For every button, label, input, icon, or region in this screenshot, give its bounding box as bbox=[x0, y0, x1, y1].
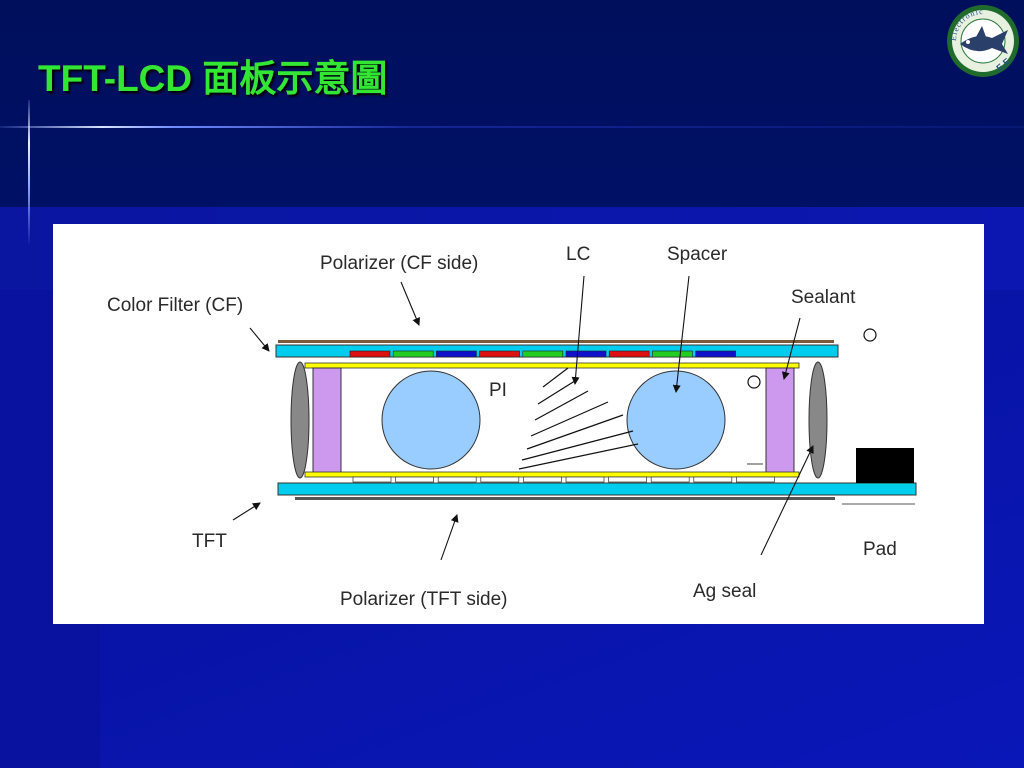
arrow-lc bbox=[571, 275, 585, 385]
top-polarizer bbox=[278, 340, 834, 343]
label-polarizer-cf-side: Polarizer (CF side) bbox=[320, 253, 478, 274]
label-color-filter: Color Filter (CF) bbox=[107, 295, 243, 316]
left-ag-seal bbox=[290, 361, 310, 479]
tft-pixel-electrodes bbox=[352, 476, 775, 483]
left-sealant bbox=[312, 367, 342, 477]
arrow-sealant bbox=[781, 317, 801, 380]
tft-lcd-diagram: Polarizer (CF side) LC Spacer Color Filt… bbox=[107, 244, 917, 610]
color-filter-strip-green bbox=[522, 350, 564, 358]
tft-pixel-electrode bbox=[395, 476, 434, 483]
marker-circle bbox=[863, 328, 877, 342]
spacer-ball bbox=[626, 370, 726, 470]
arrow-color-filter bbox=[249, 327, 270, 352]
arrow-polarizer-tft bbox=[440, 514, 459, 561]
color-filter-strip-red bbox=[479, 350, 520, 358]
arrow-spacer bbox=[672, 275, 690, 393]
tft-pixel-electrode bbox=[736, 476, 775, 483]
label-ag-seal: Ag seal bbox=[693, 581, 756, 602]
spacer-ball bbox=[381, 370, 481, 470]
label-polarizer-tft-side: Polarizer (TFT side) bbox=[340, 589, 508, 610]
tft-pixel-electrode bbox=[650, 476, 690, 483]
label-pi: PI bbox=[489, 380, 507, 401]
tft-pixel-electrode bbox=[565, 476, 605, 483]
label-pad: Pad bbox=[863, 539, 897, 560]
color-filter-strip-red bbox=[349, 350, 391, 358]
pad-block bbox=[856, 448, 914, 483]
marker-circle bbox=[747, 375, 761, 389]
tft-glass bbox=[277, 482, 917, 496]
color-filter-strip-blue bbox=[565, 350, 607, 358]
tft-pixel-electrode bbox=[352, 476, 392, 483]
label-lc: LC bbox=[566, 244, 590, 265]
right-ag-seal bbox=[808, 361, 828, 479]
tft-pixel-electrode bbox=[608, 476, 647, 483]
right-sealant bbox=[765, 367, 795, 477]
color-filter-strip-blue bbox=[436, 350, 477, 358]
decorative-divider bbox=[28, 100, 30, 244]
tft-pixel-electrode bbox=[693, 476, 733, 483]
department-logo: Electronic E.E. bbox=[946, 4, 1020, 78]
label-sealant: Sealant bbox=[791, 287, 856, 308]
color-filter-strip-blue bbox=[695, 350, 736, 358]
color-filter-strips bbox=[349, 350, 736, 358]
color-filter-strip-red bbox=[608, 350, 650, 358]
diagram-panel: Polarizer (CF side) LC Spacer Color Filt… bbox=[53, 224, 984, 624]
bottom-alignment-layer bbox=[304, 471, 800, 478]
label-spacer: Spacer bbox=[667, 244, 728, 265]
color-filter-strip-green bbox=[392, 350, 434, 358]
arrow-polarizer-cf bbox=[400, 281, 420, 326]
slide-title: TFT-LCD 面板示意圖 bbox=[38, 58, 388, 99]
tft-pixel-electrode bbox=[437, 476, 477, 483]
label-tft: TFT bbox=[192, 531, 227, 552]
bottom-polarizer bbox=[295, 497, 835, 500]
tft-pixel-electrode bbox=[523, 476, 562, 483]
arrow-ag-seal bbox=[760, 445, 814, 556]
lc-molecules bbox=[518, 367, 639, 470]
decorative-divider bbox=[0, 126, 1024, 128]
arrow-tft bbox=[232, 502, 261, 521]
logo-graphic: Electronic E.E. bbox=[947, 5, 1019, 77]
top-alignment-layer bbox=[304, 362, 800, 369]
tft-pixel-electrode bbox=[480, 476, 520, 483]
color-filter-strip-green bbox=[652, 350, 693, 358]
